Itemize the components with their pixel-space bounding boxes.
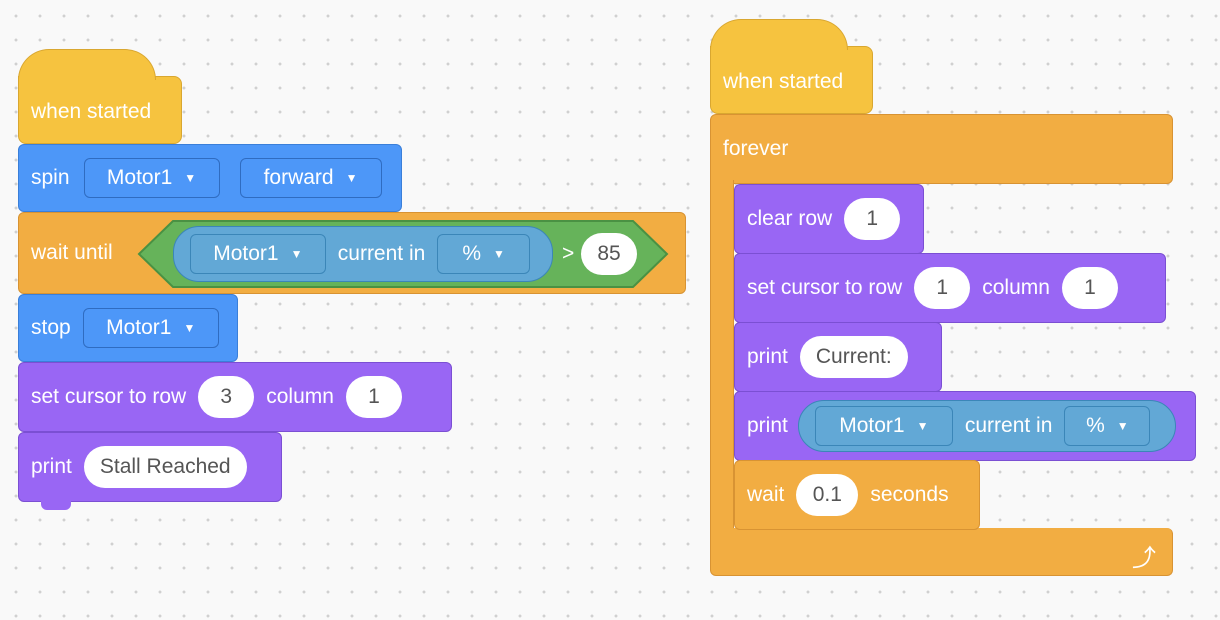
chevron-down-icon: ▼ [1116,419,1129,433]
motor-dropdown-value: Motor1 [213,242,279,265]
wait-until-label: wait until [31,241,113,264]
forever-arm [710,180,734,532]
direction-dropdown[interactable]: forward ▼ [239,158,382,198]
spin-label: spin [31,166,70,189]
print-text-input[interactable]: Current: [799,336,908,378]
direction-dropdown-value: forward [263,166,334,189]
motor-dropdown[interactable]: Motor1 ▼ [83,158,220,198]
motor-dropdown-value: Motor1 [106,316,172,339]
unit-dropdown-value: % [1086,414,1105,437]
sensor-reporter[interactable]: Motor1▼ current in %▼ [797,400,1176,452]
row-input[interactable]: 3 [198,376,255,418]
print-text-value: Current: [815,345,892,368]
print-text-value: Stall Reached [99,455,231,478]
seconds-label: seconds [870,483,949,506]
forever-top[interactable]: forever [710,114,1173,184]
spin-block[interactable]: spin Motor1 ▼ forward ▼ [18,144,402,212]
hat-cap [18,49,156,80]
set-cursor-block[interactable]: set cursor to row 1 column 1 [734,253,1166,323]
wait-until-block[interactable]: wait until Motor1▼ current in %▼ > 85 [18,212,686,294]
unit-dropdown-value: % [462,242,482,265]
block-notch [41,500,71,510]
motor-dropdown-value: Motor1 [839,414,905,437]
wait-block[interactable]: wait 0.1 seconds [734,460,980,530]
set-cursor-block[interactable]: set cursor to row 3 column 1 [18,362,452,432]
row-value: 1 [936,276,949,299]
hat-label: when started [723,70,844,93]
motor-dropdown[interactable]: Motor1 ▼ [190,234,326,274]
row-input[interactable]: 1 [914,267,971,309]
stop-label: stop [31,316,71,339]
hat-label: when started [31,100,152,123]
threshold-value: 85 [597,242,621,265]
print-label: print [747,345,788,368]
row-value: 3 [220,385,233,408]
chevron-down-icon: ▼ [493,247,505,261]
print-label: print [31,455,72,478]
column-label: column [982,276,1050,299]
unit-dropdown[interactable]: %▼ [1064,406,1151,446]
clear-row-block[interactable]: clear row 1 [734,184,924,254]
chevron-down-icon: ▼ [184,171,197,185]
print-sensor-block[interactable]: print Motor1▼ current in %▼ [734,391,1196,461]
column-label: column [266,385,334,408]
chevron-down-icon: ▼ [290,247,303,261]
print-block[interactable]: print Current: [734,322,942,392]
forever-bottom[interactable]: ⤴ [710,528,1173,576]
wait-value: 0.1 [812,483,842,506]
chevron-down-icon: ▼ [345,171,358,185]
motor-dropdown[interactable]: Motor1 ▼ [82,308,219,348]
row-input[interactable]: 1 [844,198,901,240]
set-cursor-label: set cursor to row [747,276,903,299]
column-value: 1 [1084,276,1096,299]
motor-dropdown-value: Motor1 [106,166,173,189]
clear-row-label: clear row [747,207,833,230]
chevron-down-icon: ▼ [916,419,929,433]
wait-label: wait [747,483,785,506]
forever-label: forever [723,137,789,160]
column-value: 1 [368,385,380,408]
greater-than-operator: > [562,242,575,265]
loop-arrow-icon: ⤴ [1132,545,1156,572]
stop-block[interactable]: stop Motor1 ▼ [18,294,238,362]
sensor-reporter[interactable]: Motor1▼ current in %▼ [173,226,553,282]
when-started-hat-block[interactable]: when started [710,19,873,114]
threshold-value-input[interactable]: 85 [581,233,637,275]
chevron-down-icon: ▼ [183,321,196,335]
when-started-hat-block[interactable]: when started [18,49,182,144]
print-label: print [747,414,788,437]
column-input[interactable]: 1 [1061,267,1118,309]
print-text-input[interactable]: Stall Reached [83,446,247,488]
unit-dropdown[interactable]: %▼ [437,234,530,274]
current-in-label: current in [964,414,1053,437]
current-in-label: current in [337,242,426,265]
column-input[interactable]: 1 [345,376,402,418]
hat-cap [710,19,848,50]
wait-seconds-input[interactable]: 0.1 [796,474,859,516]
print-block[interactable]: print Stall Reached [18,432,282,510]
row-value: 1 [866,207,879,230]
motor-dropdown[interactable]: Motor1 ▼ [814,406,953,446]
set-cursor-label: set cursor to row [31,385,187,408]
